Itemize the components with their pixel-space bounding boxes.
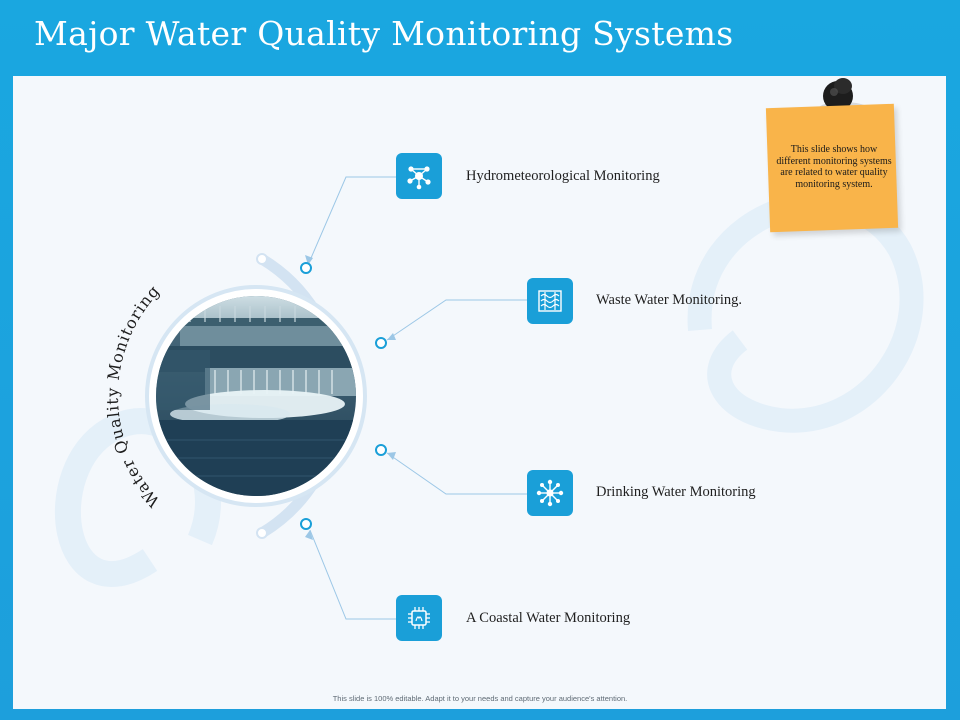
wave-grid-icon bbox=[538, 290, 562, 312]
item-label-waste-water: Waste Water Monitoring. bbox=[596, 292, 742, 308]
item-label-hydrometeorological: Hydrometeorological Monitoring bbox=[466, 168, 660, 184]
network-nodes-icon bbox=[407, 166, 431, 190]
page-title: Major Water Quality Monitoring Systems bbox=[34, 14, 734, 53]
connector-arrowheads bbox=[305, 255, 396, 540]
coastal-water-icon-tile bbox=[396, 595, 442, 641]
connector-1 bbox=[307, 176, 396, 266]
arc-end-dot-top bbox=[256, 253, 268, 265]
arc-node-1 bbox=[300, 262, 312, 274]
drinking-water-icon-tile bbox=[527, 470, 573, 516]
waste-water-icon-tile bbox=[527, 278, 573, 324]
background-swirl-right bbox=[687, 191, 924, 433]
arc-nodes bbox=[300, 262, 387, 530]
item-label-coastal-water: A Coastal Water Monitoring bbox=[466, 610, 631, 626]
molecule-cluster-icon bbox=[536, 479, 564, 507]
connector-2 bbox=[386, 299, 527, 341]
connector-3 bbox=[386, 452, 527, 495]
arc-node-2 bbox=[375, 337, 387, 349]
connector-4 bbox=[309, 529, 396, 620]
footer-note: This slide is 100% editable. Adapt it to… bbox=[332, 694, 628, 703]
arc-node-3 bbox=[375, 444, 387, 456]
hydrometeorological-icon-tile bbox=[396, 153, 442, 199]
arc-end-dot-bottom bbox=[256, 527, 268, 539]
arc-node-4 bbox=[300, 518, 312, 530]
circuit-chip-icon bbox=[408, 607, 430, 629]
connector-lines bbox=[307, 176, 527, 620]
item-label-drinking-water: Drinking Water Monitoring bbox=[596, 484, 756, 500]
sticky-note-text: This slide shows how different monitorin… bbox=[776, 144, 892, 190]
